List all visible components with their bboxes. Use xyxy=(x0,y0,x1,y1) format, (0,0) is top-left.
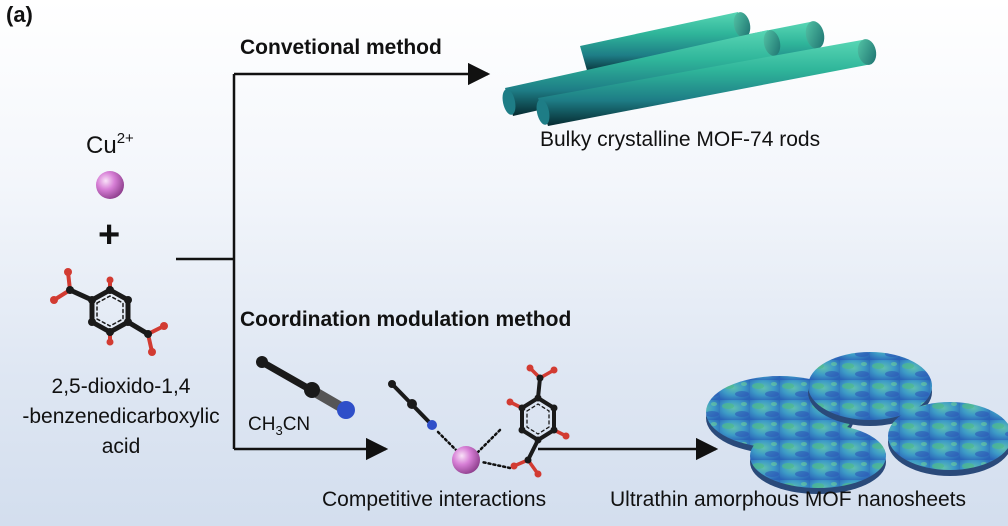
ion-charge: 2+ xyxy=(116,130,134,147)
cu-ion-sphere xyxy=(96,171,124,199)
flow-lines xyxy=(176,62,719,461)
competitive-interactions-cluster xyxy=(388,364,570,478)
modulator-part-2: 3 xyxy=(275,422,283,438)
ligand-name-line-1: 2,5-dioxido-1,4 xyxy=(51,375,191,398)
intermediate-caption: Competitive interactions xyxy=(322,488,547,511)
modulator-label: CH3CN xyxy=(248,414,310,438)
modulator-part-3: CN xyxy=(282,414,311,435)
ligand-name: 2,5-dioxido-1,4 -benzenedicarboxylic aci… xyxy=(2,372,240,462)
conventional-method-title: Convetional method xyxy=(240,36,442,59)
cu-ion-center xyxy=(452,446,480,474)
ligand-name-line-3: acid xyxy=(101,435,141,458)
rod-upper xyxy=(580,12,751,74)
conventional-product-caption: Bulky crystalline MOF-74 rods xyxy=(540,128,821,151)
mof74-rods xyxy=(502,12,877,126)
nanosheet-top xyxy=(808,352,932,426)
ligand-molecule xyxy=(50,268,168,356)
nanosheet-right xyxy=(888,402,1008,476)
panel-label: (a) xyxy=(6,2,33,27)
modulation-product-caption: Ultrathin amorphous MOF nanosheets xyxy=(610,488,967,511)
ligand-name-line-2: -benzenedicarboxylic xyxy=(22,405,220,428)
rod-front xyxy=(536,39,877,126)
nanosheet-front xyxy=(750,424,886,494)
ion-label: Cu2+ xyxy=(86,130,134,160)
modulator-part-1: CH xyxy=(248,414,276,435)
modulation-method-title: Coordination modulation method xyxy=(240,308,572,331)
ion-symbol: Cu xyxy=(86,132,117,159)
acetonitrile-molecule xyxy=(256,356,355,419)
mof-nanosheets xyxy=(706,352,1008,494)
plus-sign: + xyxy=(98,214,121,256)
